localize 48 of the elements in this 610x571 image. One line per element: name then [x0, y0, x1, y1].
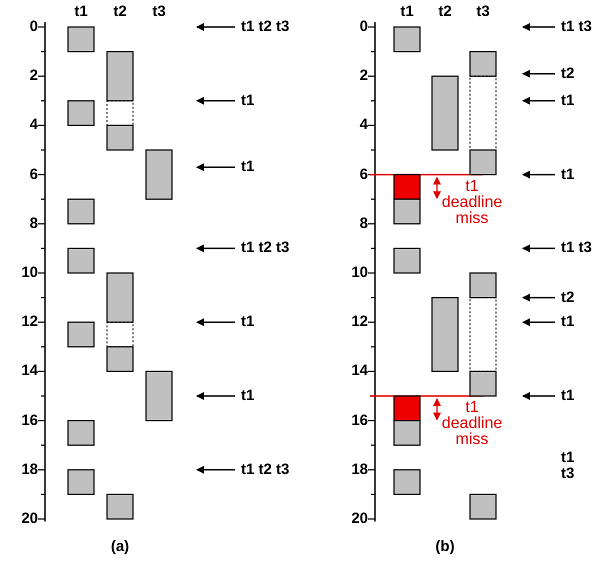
release-label: t2 [561, 290, 574, 306]
column-header: t1 [399, 4, 415, 20]
tick-label: 4 [30, 117, 38, 134]
tick-label: 10 [351, 265, 368, 281]
tick-label: 8 [360, 216, 368, 232]
release-label: t1 [561, 388, 574, 404]
tick-label: 2 [30, 68, 38, 84]
release-label: t1 t3 [561, 240, 592, 256]
release-label: t1 [241, 388, 254, 404]
release-label: t1 [241, 159, 254, 176]
tick-label: 18 [351, 462, 368, 478]
release-label: t1 [561, 92, 574, 109]
release-label: t1 t3 [561, 450, 576, 482]
deadline-miss-note: t1 deadline miss [440, 400, 504, 448]
release-label: t1 [561, 314, 574, 330]
tick-label: 0 [30, 19, 38, 35]
panel-label: (b) [434, 539, 456, 555]
column-header: t2 [112, 4, 128, 20]
tick-label: 10 [21, 265, 38, 281]
tick-label: 12 [351, 314, 368, 330]
tick-label: 2 [360, 68, 368, 84]
deadline-miss-note: t1 deadline miss [440, 178, 504, 227]
panel-label: (a) [110, 539, 130, 555]
tick-label: 14 [351, 363, 368, 380]
release-label: t1 [241, 92, 254, 109]
tick-label: 14 [21, 363, 38, 380]
release-label: t1 t2 t3 [241, 240, 290, 256]
column-header: t3 [151, 4, 167, 20]
tick-label: 6 [360, 166, 368, 183]
tick-label: 12 [21, 314, 38, 330]
tick-label: 6 [30, 166, 38, 183]
tick-label: 8 [30, 216, 38, 232]
tick-label: 18 [21, 462, 38, 478]
release-label: t1 t2 t3 [241, 462, 290, 478]
tick-label: 20 [21, 511, 38, 527]
tick-label: 20 [351, 511, 368, 527]
release-label: t1 t2 t3 [241, 19, 290, 35]
column-header: t3 [475, 4, 491, 20]
tick-label: 16 [351, 412, 368, 429]
release-label: t1 [241, 314, 254, 330]
tick-label: 16 [21, 412, 38, 429]
column-header: t1 [73, 4, 89, 20]
column-header: t2 [437, 4, 453, 20]
tick-label: 0 [360, 19, 368, 35]
tick-label: 4 [360, 117, 368, 134]
release-label: t1 t3 [561, 19, 592, 35]
release-label: t1 [561, 166, 574, 183]
release-label: t2 [561, 66, 574, 82]
